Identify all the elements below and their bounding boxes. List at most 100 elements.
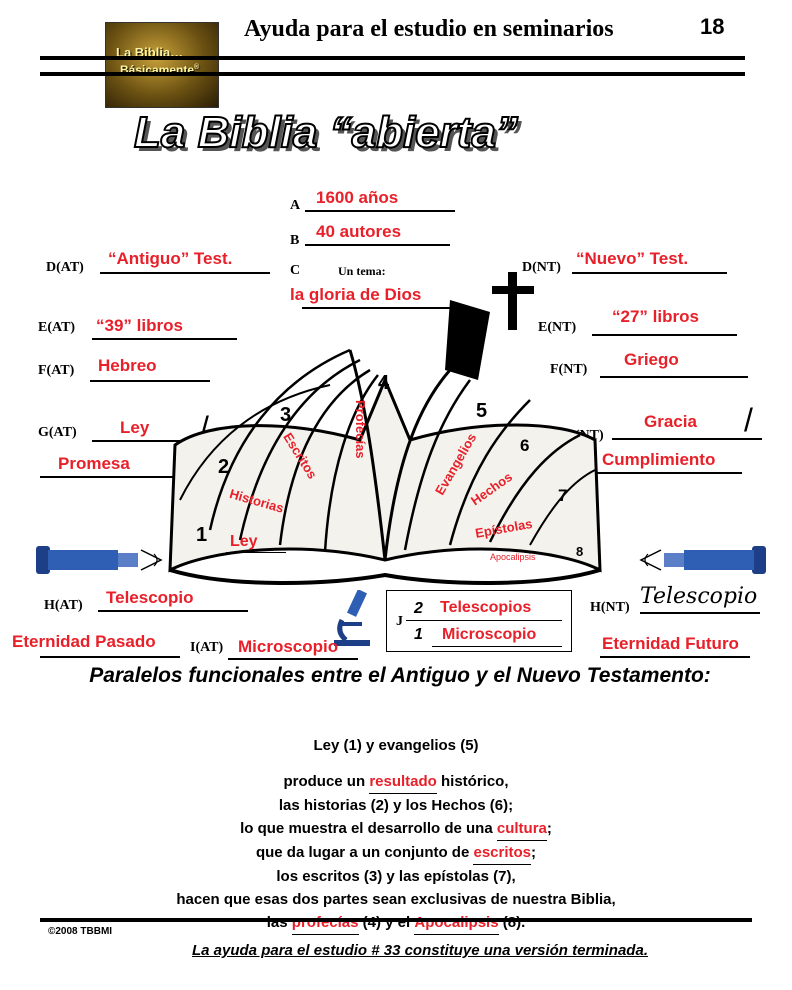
blank-f-nt — [600, 376, 748, 378]
section-5-num: 5 — [476, 400, 488, 422]
answer-h-at: Telescopio — [106, 588, 194, 607]
header-rule-top — [40, 56, 745, 60]
blank-escritos: escritos — [473, 844, 532, 861]
answer-d-at: “Antiguo” Test. — [108, 249, 233, 268]
blank-i-at — [228, 658, 358, 660]
section-4-num: 4 — [378, 372, 390, 394]
blank-resultado: resultado — [369, 773, 437, 790]
answer-e-at: “39” libros — [96, 316, 183, 335]
section-8-num: 8 — [576, 544, 584, 559]
blank-a — [305, 210, 455, 212]
section-7-num: 7 — [558, 486, 568, 505]
answer-d-nt: “Nuevo” Test. — [576, 249, 689, 268]
blank-b — [305, 244, 450, 246]
blank-e-nt — [592, 334, 737, 336]
label-j: J — [396, 614, 403, 629]
answer-h-at-2: Eternidad Pasado — [12, 632, 156, 651]
telescope-left-icon — [36, 546, 163, 574]
blank-profecias: profecías — [291, 914, 359, 931]
blank-c — [302, 307, 454, 309]
answer-h-nt-2: Eternidad Futuro — [602, 634, 739, 653]
label-b: B — [290, 233, 300, 248]
paragraph-line-1: produce un resultado histórico, — [0, 770, 792, 794]
section-2-num: 2 — [218, 456, 230, 478]
blank-section-1 — [226, 552, 286, 553]
label-g-at: G(AT) — [38, 425, 77, 440]
label-c: C — [290, 263, 301, 278]
answer-j-1: Telescopios — [440, 599, 532, 616]
logo-mark: ® — [194, 64, 200, 71]
label-d-nt: D(NT) — [522, 260, 561, 275]
paragraph-line-6: hacen que esas dos partes sean exclusiva… — [176, 891, 616, 908]
section-4-name: Profecías — [353, 400, 368, 459]
label-d-at: D(AT) — [46, 260, 84, 275]
answer-f-at: Hebreo — [98, 356, 157, 375]
blank-apocalipsis: Apocalipsis — [414, 914, 499, 931]
blank-h-nt — [640, 612, 760, 614]
paragraph-line-7: las profecías (4) y el Apocalipsis (8). — [0, 911, 792, 935]
blank-f-at — [90, 380, 210, 382]
blank-g-nt-2 — [596, 472, 742, 474]
answer-g-nt-1: Gracia — [644, 412, 697, 431]
blank-j-1 — [406, 620, 562, 621]
section-1-num: 1 — [196, 524, 208, 546]
answer-j-2: Microscopio — [442, 626, 537, 643]
answer-g-at-2: Promesa — [58, 454, 130, 473]
label-i-at: I(AT) — [190, 640, 224, 655]
blank-h-at-2 — [40, 656, 180, 658]
header-rule-bottom — [40, 72, 745, 76]
lead-line: Ley (1) y evangelios (5) — [313, 737, 479, 754]
blank-g-nt-1 — [612, 438, 762, 440]
label-f-at: F(AT) — [38, 363, 75, 378]
page-number: 18 — [700, 14, 725, 39]
footer-note: La ayuda para el estudio # 33 constituye… — [192, 942, 648, 959]
blank-cultura: cultura — [496, 820, 547, 837]
slash-at: / — [200, 410, 209, 446]
answer-c: la gloria de Dios — [290, 285, 422, 304]
microscope-icon — [334, 590, 370, 646]
label-f-nt: F(NT) — [550, 362, 588, 377]
section-6-num: 6 — [520, 436, 530, 455]
label-e-at: E(AT) — [38, 320, 76, 335]
paragraph-line-5: los escritos (3) y las epístolas (7), — [276, 868, 516, 885]
c-prefix: Un tema: — [338, 264, 386, 278]
paragraph-line-3: lo que muestra el desarrollo de una cult… — [0, 817, 792, 841]
blank-d-nt — [572, 272, 727, 274]
open-book-illustration — [168, 272, 602, 586]
section-1-name: Ley — [230, 533, 258, 550]
blank-g-at-1 — [92, 440, 202, 442]
section-3-num: 3 — [280, 404, 292, 426]
blank-e-at — [92, 338, 237, 340]
answer-g-at-1: Ley — [120, 418, 150, 437]
main-title: La Biblia “abierta” — [133, 107, 519, 158]
h-nt-handwritten: Telescopio — [640, 584, 758, 609]
section-8-name: Apocalipsis — [490, 552, 536, 562]
j-num-2: 1 — [414, 626, 423, 643]
copyright: ©2008 TBBMI — [48, 926, 113, 937]
label-a: A — [290, 198, 301, 213]
paragraph-line-2: las historias (2) y los Hechos (6); — [278, 797, 514, 814]
blank-j-2 — [432, 646, 562, 647]
slash-nt: / — [744, 402, 753, 438]
answer-g-nt-2: Cumplimiento — [602, 450, 716, 469]
answer-f-nt: Griego — [624, 350, 679, 369]
header-title: Ayuda para el estudio en seminarios — [244, 16, 614, 42]
blank-g-at-2 — [40, 476, 180, 478]
label-h-at: H(AT) — [44, 598, 83, 613]
j-box — [386, 590, 572, 652]
logo: La Biblia… Básicamente® — [105, 22, 219, 108]
label-e-nt: E(NT) — [538, 320, 577, 335]
answer-i-at: Microscopio — [238, 637, 339, 656]
label-h-nt: H(NT) — [590, 600, 630, 615]
answer-a: 1600 años — [316, 188, 399, 207]
subtitle: Paralelos funcionales entre el Antiguo y… — [89, 664, 711, 687]
telescope-right-icon — [639, 546, 766, 574]
answer-b: 40 autores — [316, 222, 402, 241]
paragraph: produce un resultado histórico, las hist… — [0, 770, 792, 935]
paragraph-line-4: que da lugar a un conjunto de escritos; — [0, 841, 792, 865]
footer-rule — [40, 918, 752, 922]
j-num-1: 2 — [414, 600, 423, 617]
blank-h-nt-2 — [600, 656, 750, 658]
answer-e-nt: “27” libros — [612, 307, 699, 326]
blank-h-at — [98, 610, 248, 612]
